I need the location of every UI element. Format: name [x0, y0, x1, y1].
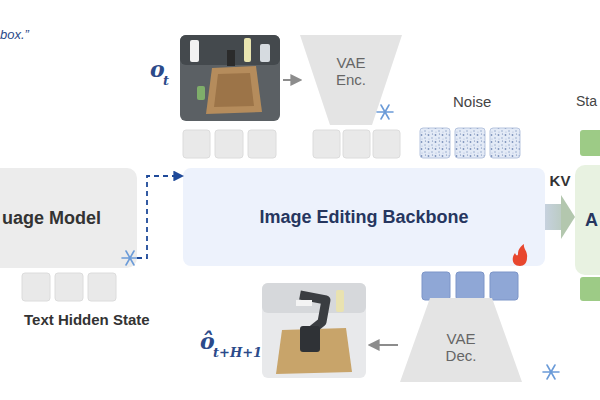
- trainable-flame-icon: [513, 244, 527, 266]
- node-label: A: [585, 210, 598, 231]
- observation-image: [180, 35, 280, 121]
- caption-fragment: box.”: [0, 28, 29, 41]
- flow-arrow: [370, 344, 398, 346]
- predicted-image: [262, 283, 366, 378]
- node-label: VAE Dec.: [438, 330, 484, 365]
- node-label: uage Model: [2, 208, 101, 229]
- connector-path: [545, 204, 561, 230]
- text-hidden-tokens: [22, 273, 116, 301]
- token-label: Noise: [453, 94, 491, 109]
- output-tokens: [422, 272, 518, 300]
- node-label: Image Editing Backbone: [259, 207, 468, 228]
- action-box: A: [575, 165, 600, 275]
- connector-path: [137, 176, 182, 258]
- trapezoid-shape: [300, 35, 402, 125]
- token-label: Sta: [576, 94, 597, 108]
- encoder-trapezoid: VAE Enc.: [300, 35, 402, 125]
- edge-label: KV: [550, 173, 571, 188]
- dashed-connector: [137, 176, 182, 258]
- language-model-box: uage Model: [0, 168, 137, 268]
- noise-tokens: [420, 128, 520, 158]
- math-symbol: o: [150, 58, 165, 80]
- input-tokens: [183, 130, 400, 158]
- snowflake-icon: [122, 105, 559, 379]
- token-label: Text Hidden State: [24, 312, 150, 327]
- node-label: VAE Enc.: [328, 54, 374, 89]
- math-subscript: t+H+1: [213, 346, 262, 359]
- backbone-box: Image Editing Backbone: [183, 168, 545, 266]
- math-symbol: ô: [200, 330, 215, 352]
- flow-arrow: [283, 79, 300, 81]
- decoder-trapezoid: VAE Dec.: [400, 298, 522, 382]
- kv-arrow: [545, 217, 561, 218]
- math-subscript: t: [163, 74, 169, 87]
- trapezoid-shape: [400, 298, 522, 382]
